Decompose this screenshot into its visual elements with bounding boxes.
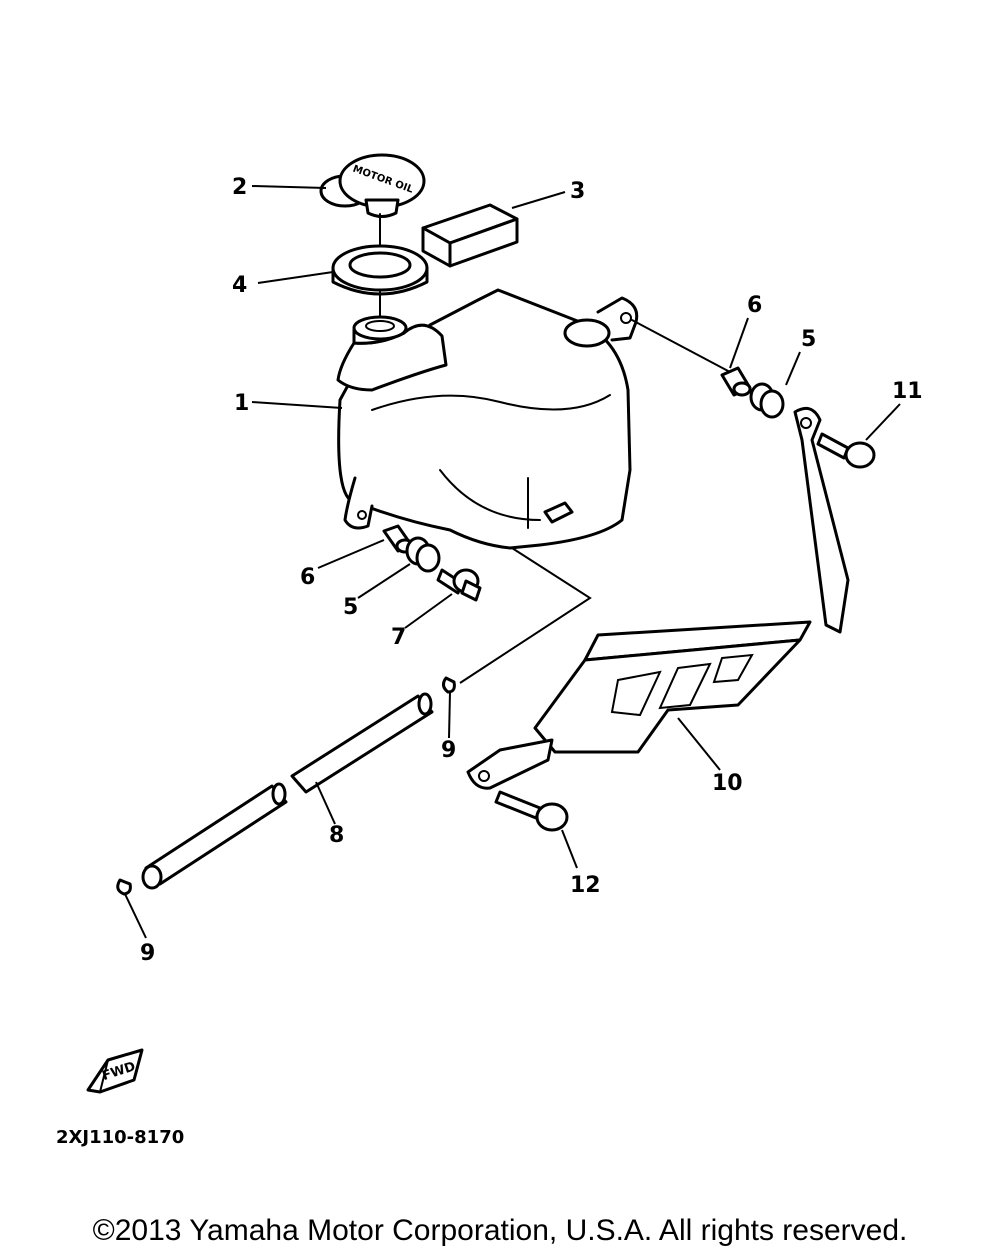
hose-clip-lower-part [116,878,132,896]
copyright-notice: ©2013 Yamaha Motor Corporation, U.S.A. A… [92,1214,908,1247]
grommet-part [331,244,429,296]
callout-11: 11 [892,379,923,404]
hose-clip-upper-part [441,676,456,694]
callout-6-right: 6 [747,293,762,318]
callout-4: 4 [232,273,247,298]
callout-10: 10 [712,771,743,796]
callout-9-lower: 9 [140,941,155,966]
right-collar-part [720,366,752,397]
oil-tank-part [336,288,639,550]
foam-block-part [421,203,519,268]
right-damper-part [749,382,785,419]
callout-5-left: 5 [343,595,358,620]
oil-cap-part: MOTOR OIL [319,153,426,218]
callout-8: 8 [329,823,344,848]
fwd-arrow-icon: FWD [86,1048,144,1094]
callout-5-right: 5 [801,327,816,352]
diagram-code: 2XJ110-8170 [56,1127,184,1148]
bracket-bolt-part [494,790,569,832]
callout-2: 2 [232,175,247,200]
callout-3: 3 [570,179,585,204]
callout-12: 12 [570,873,601,898]
callout-7: 7 [391,625,406,650]
bracket-part [466,406,850,790]
right-bolt-part [816,432,876,469]
left-damper-part [405,536,441,573]
callout-1: 1 [234,391,249,416]
left-bolt-part [436,568,482,602]
callout-6-left: 6 [300,565,315,590]
callout-9-upper: 9 [441,738,456,763]
hose-part [141,692,434,890]
